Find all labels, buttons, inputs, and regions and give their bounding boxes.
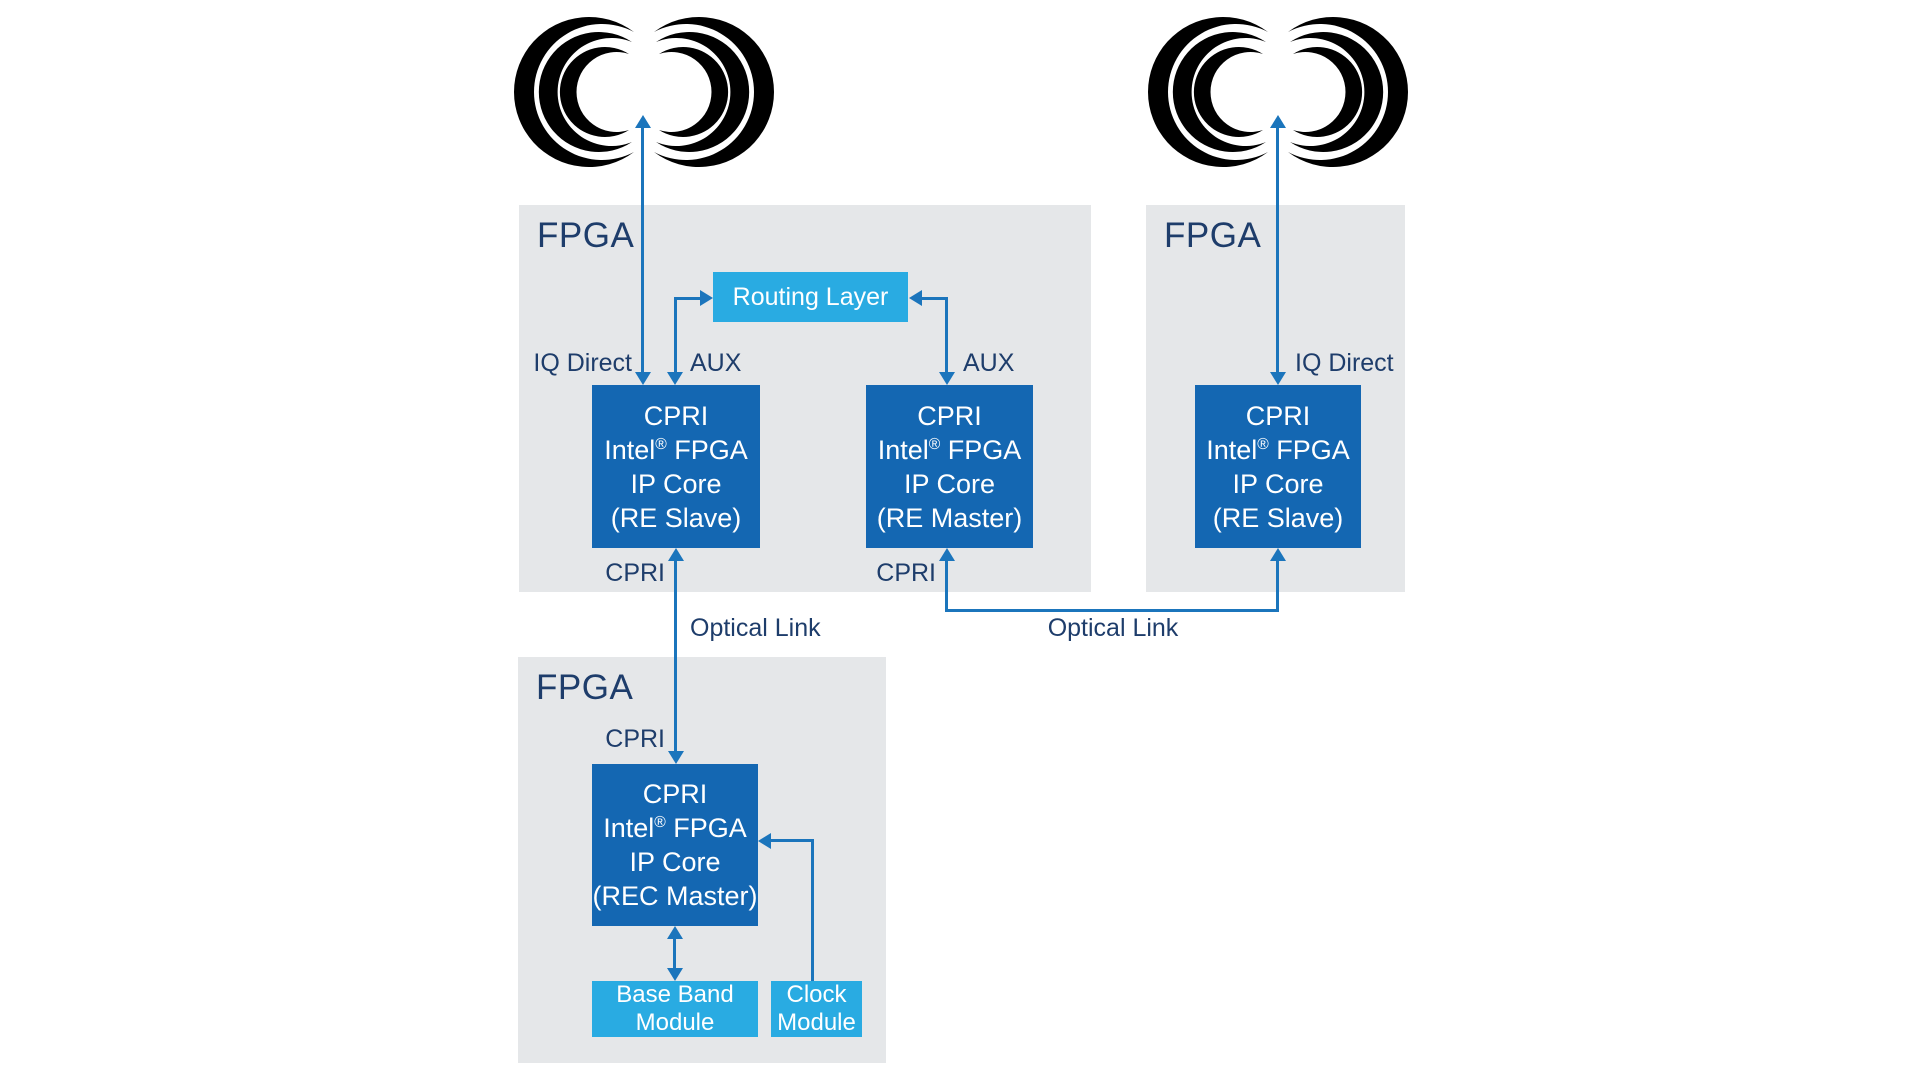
fpga-panel-title: FPGA bbox=[536, 668, 634, 707]
arrowhead-up-icon bbox=[635, 115, 651, 128]
arrowhead-left-icon bbox=[758, 833, 771, 849]
arrowhead-up-icon bbox=[668, 548, 684, 561]
cpri-label-re-master: CPRI bbox=[876, 559, 936, 587]
routing-layer-label: Routing Layer bbox=[732, 283, 889, 311]
box-line: Intel® FPGA bbox=[604, 434, 748, 465]
box-line: Module bbox=[777, 1009, 856, 1036]
box-line: (RE Slave) bbox=[1212, 502, 1344, 533]
optical-link-label-right: Optical Link bbox=[1047, 614, 1179, 642]
base-band-module-box: Base Band Module bbox=[592, 981, 758, 1037]
arrowhead-down-icon bbox=[1270, 372, 1286, 385]
iq-direct-label-left: IQ Direct bbox=[533, 349, 632, 377]
arrowhead-left-icon bbox=[909, 290, 922, 306]
arrowhead-up-icon bbox=[667, 926, 683, 939]
routing-layer-box: Routing Layer bbox=[713, 272, 908, 322]
box-line: IP Core bbox=[1232, 468, 1324, 499]
iq-direct-label-right: IQ Direct bbox=[1295, 349, 1394, 377]
box-line: (REC Master) bbox=[592, 881, 758, 911]
arrowhead-down-icon bbox=[667, 968, 683, 981]
box-line: IP Core bbox=[630, 468, 722, 499]
box-line: Module bbox=[635, 1009, 715, 1036]
box-line: (RE Master) bbox=[876, 502, 1023, 533]
connector-optical-link-right-v2 bbox=[1276, 560, 1279, 612]
connector-iq-direct-left bbox=[641, 128, 644, 372]
cpri-ip-core-re-master-box: CPRI Intel® FPGA IP Core (RE Master) bbox=[866, 385, 1033, 548]
box-line: Intel® FPGA bbox=[1206, 434, 1350, 465]
arrowhead-down-icon bbox=[668, 751, 684, 764]
fpga-panel-title: FPGA bbox=[1164, 216, 1262, 255]
cpri-ip-core-re-slave-box-left: CPRI Intel® FPGA IP Core (RE Slave) bbox=[592, 385, 760, 548]
box-line: CPRI bbox=[643, 400, 709, 431]
box-line: Clock bbox=[786, 981, 847, 1008]
arrowhead-up-icon bbox=[1270, 115, 1286, 128]
connector-aux-left-vertical bbox=[674, 297, 677, 372]
fpga-panel-title: FPGA bbox=[537, 216, 635, 255]
connector-clock-link-vertical bbox=[811, 839, 814, 981]
connector-baseband-link bbox=[673, 938, 676, 969]
connector-aux-right-horizontal bbox=[922, 297, 948, 300]
connector-clock-link-horizontal bbox=[771, 839, 814, 842]
antenna-icon-left bbox=[514, 17, 774, 168]
aux-label-left: AUX bbox=[690, 349, 742, 377]
arrowhead-down-icon bbox=[667, 372, 683, 385]
cpri-label-re-slave: CPRI bbox=[605, 559, 665, 587]
box-line: CPRI bbox=[1245, 400, 1311, 431]
cpri-ip-core-re-slave-box-right: CPRI Intel® FPGA IP Core (RE Slave) bbox=[1195, 385, 1361, 548]
box-line: CPRI bbox=[642, 779, 708, 809]
aux-label-right: AUX bbox=[963, 349, 1015, 377]
cpri-ip-core-rec-master-box: CPRI Intel® FPGA IP Core (REC Master) bbox=[592, 764, 758, 926]
arrowhead-up-icon bbox=[939, 548, 955, 561]
arrowhead-down-icon bbox=[939, 372, 955, 385]
connector-iq-direct-right bbox=[1276, 128, 1279, 372]
box-line: (RE Slave) bbox=[610, 502, 742, 533]
connector-aux-left-horizontal bbox=[674, 297, 700, 300]
box-line: IP Core bbox=[629, 847, 721, 877]
clock-module-box: Clock Module bbox=[771, 981, 862, 1037]
box-line: CPRI bbox=[917, 400, 982, 431]
arrowhead-down-icon bbox=[635, 372, 651, 385]
optical-link-label-left: Optical Link bbox=[690, 614, 821, 642]
arrowhead-right-icon bbox=[700, 290, 713, 306]
box-line: Intel® FPGA bbox=[877, 434, 1022, 465]
box-line: Intel® FPGA bbox=[603, 813, 747, 843]
arrowhead-up-icon bbox=[1270, 548, 1286, 561]
connector-optical-link-right-v1 bbox=[945, 560, 948, 612]
box-line: Base Band bbox=[616, 981, 734, 1008]
box-line: IP Core bbox=[903, 468, 996, 499]
connector-optical-link-right-horizontal bbox=[945, 609, 1279, 612]
cpri-label-rec-master: CPRI bbox=[605, 725, 665, 753]
connector-aux-right-vertical bbox=[945, 297, 948, 372]
connector-optical-link-left bbox=[674, 560, 677, 752]
